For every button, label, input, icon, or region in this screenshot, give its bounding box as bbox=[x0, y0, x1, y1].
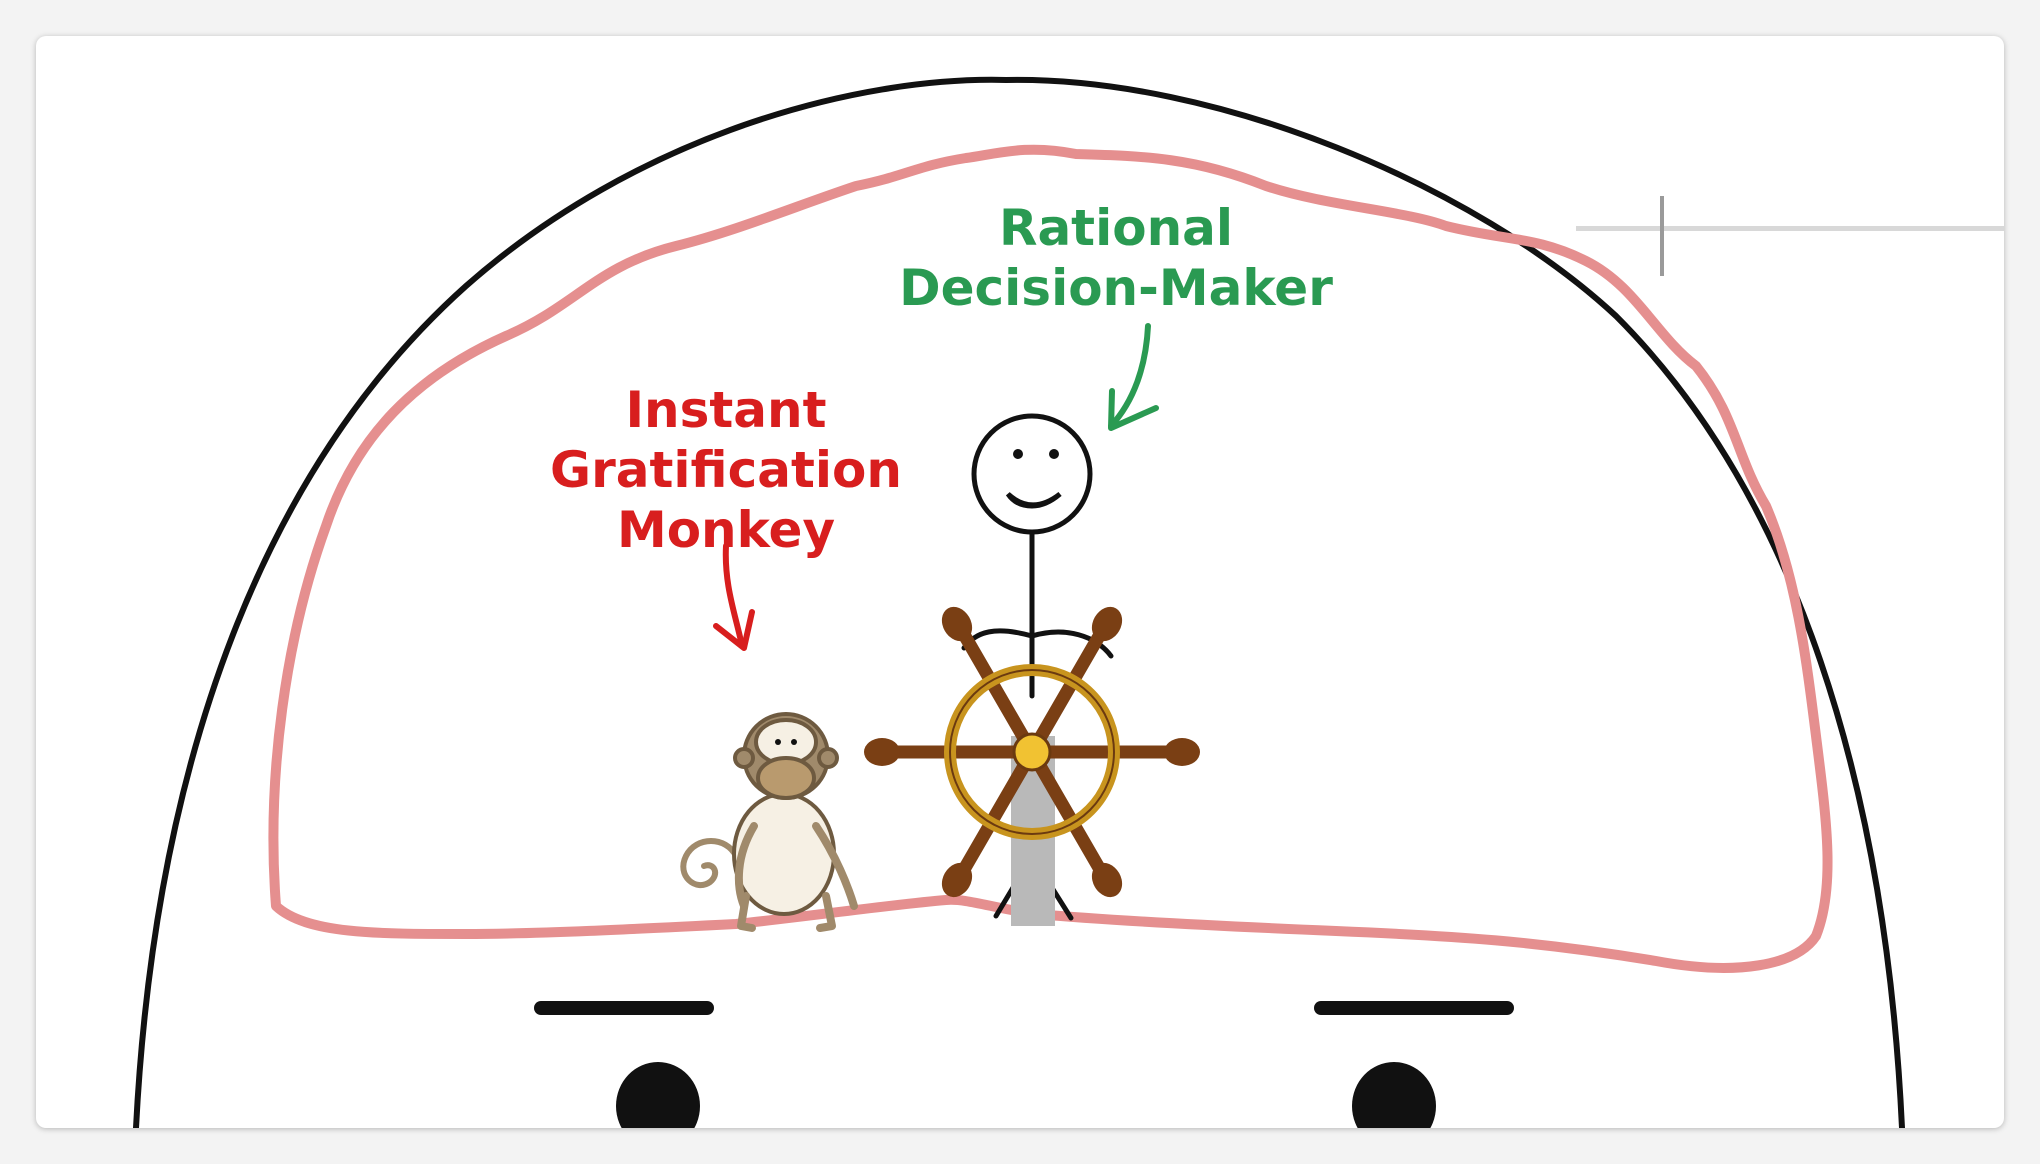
glare-tick bbox=[1660, 196, 1664, 276]
stick-figure-head bbox=[971, 413, 1093, 535]
instant-gratification-monkey-figure bbox=[680, 712, 858, 932]
right-eye bbox=[1352, 1062, 1436, 1128]
rational-label-line2: Decision-Maker bbox=[899, 259, 1333, 317]
monkey-label-line2: Gratification bbox=[550, 441, 902, 499]
instant-gratification-monkey-label: Instant Gratification Monkey bbox=[506, 380, 946, 560]
illustration-frame: Rational Decision-Maker Instant Gratific… bbox=[36, 36, 2004, 1128]
red-arrow bbox=[713, 543, 755, 651]
monkey-label-line3: Monkey bbox=[616, 501, 836, 559]
brain-outline bbox=[268, 144, 1833, 973]
rational-decision-maker-label: Rational Decision-Maker bbox=[846, 198, 1386, 318]
right-eyebrow bbox=[1314, 1001, 1514, 1015]
glare-line bbox=[1576, 226, 2004, 231]
ship-wheel bbox=[864, 606, 1200, 898]
monkey-muzzle bbox=[756, 756, 816, 800]
monkey-label-line1: Instant bbox=[625, 381, 827, 439]
rational-label-line1: Rational bbox=[998, 199, 1234, 257]
stick-figure-smile bbox=[1005, 491, 1062, 509]
left-eyebrow bbox=[534, 1001, 714, 1015]
left-eye bbox=[616, 1062, 700, 1128]
monkey-tail bbox=[680, 838, 739, 889]
green-arrow bbox=[1108, 323, 1159, 431]
illustration-canvas bbox=[133, 76, 2004, 1128]
